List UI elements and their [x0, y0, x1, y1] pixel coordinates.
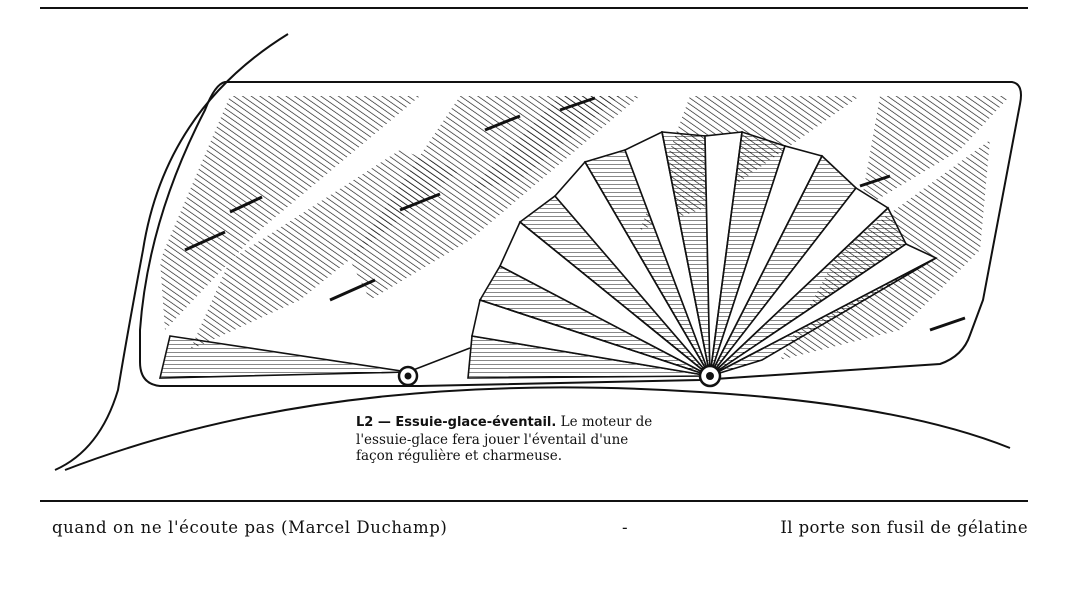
car-hood-curve — [64, 386, 1011, 471]
window-frame — [139, 81, 1022, 387]
running-footer: quand on ne l'écoute pas (Marcel Duchamp… — [52, 516, 1028, 540]
top-rule — [40, 7, 1028, 9]
footer-separator: - — [622, 518, 628, 537]
caption-text: Le moteur de l'essuie-glace fera jouer l… — [356, 414, 653, 464]
bottom-rule — [40, 500, 1028, 502]
fan-wiper-illustration — [54, 33, 1022, 471]
left-wiper-blade — [158, 335, 471, 387]
fan-wiper — [467, 130, 938, 388]
footer-left-text: quand on ne l'écoute pas (Marcel Duchamp… — [52, 518, 448, 537]
figure-caption: L2 — Essuie-glace-éventail. Le moteur de… — [356, 414, 656, 465]
footer-right-text: Il porte son fusil de gélatine — [780, 518, 1028, 537]
caption-title: L2 — Essuie-glace-éventail. — [356, 415, 557, 430]
